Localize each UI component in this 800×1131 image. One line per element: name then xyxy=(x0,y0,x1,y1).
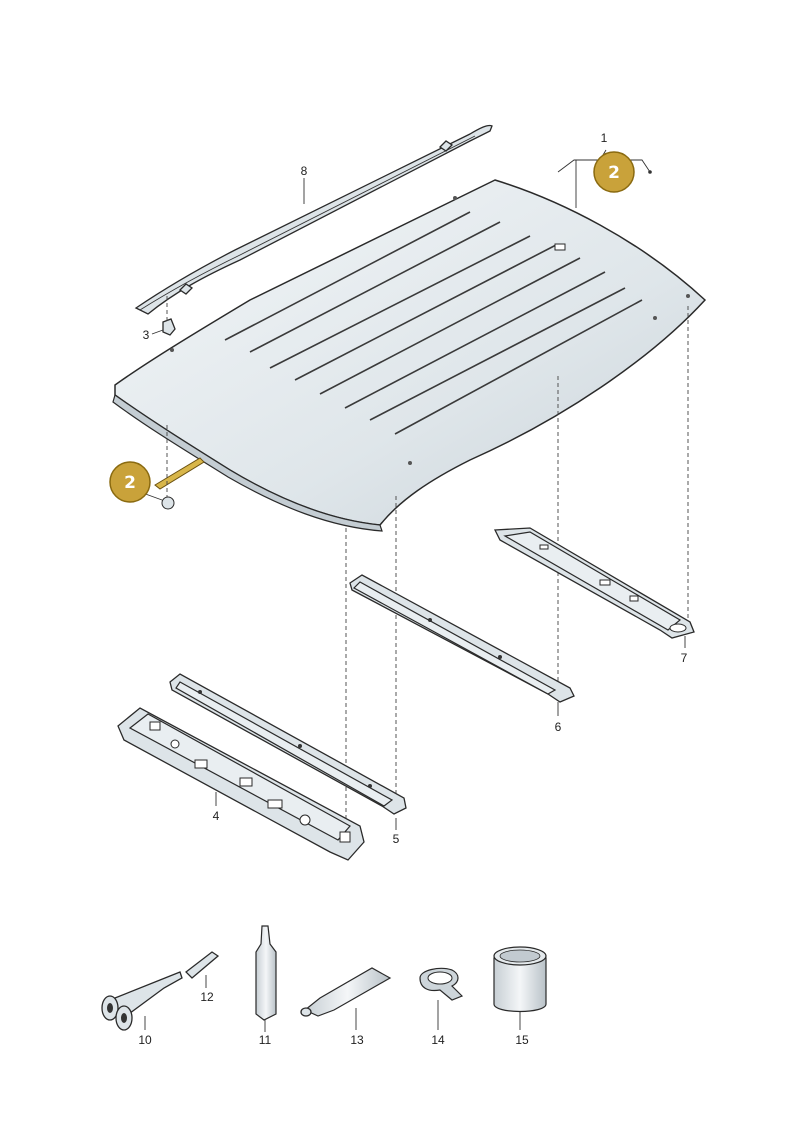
cross-member-part xyxy=(349,574,575,703)
callout-2-badge: 2 xyxy=(109,461,151,503)
callout-8: 8 xyxy=(301,164,308,178)
front-cross-member-part xyxy=(169,673,407,815)
leader-line xyxy=(630,159,651,173)
adhesive-tube-part xyxy=(300,967,392,1030)
nozzle-part xyxy=(185,951,220,988)
callout-7: 7 xyxy=(681,651,688,665)
callout-2-badge: 2 xyxy=(593,151,635,193)
rear-cross-member-part xyxy=(493,527,695,639)
tape-roll-part xyxy=(419,967,464,1030)
sealant-tube-part xyxy=(255,925,277,1032)
cartridge-applicator-part xyxy=(101,971,183,1031)
callout-13: 13 xyxy=(350,1033,364,1047)
bracket-part xyxy=(139,425,205,510)
callout-12: 12 xyxy=(200,990,214,1004)
callout-6: 6 xyxy=(555,720,562,734)
callout-3: 3 xyxy=(143,328,150,342)
callout-11: 11 xyxy=(259,1033,272,1047)
clip-part xyxy=(151,296,176,336)
can-part xyxy=(493,946,547,1030)
callout-5: 5 xyxy=(393,832,400,846)
callout-2-label: 2 xyxy=(608,163,620,183)
roof-panel-part xyxy=(112,179,707,532)
callout-14: 14 xyxy=(431,1033,445,1047)
callout-2-label: 2 xyxy=(124,473,136,493)
callout-10: 10 xyxy=(138,1033,152,1047)
roof-rail-part xyxy=(134,124,493,315)
callout-15: 15 xyxy=(515,1033,529,1047)
front-header-part xyxy=(117,707,365,861)
callout-1: 1 xyxy=(601,131,608,145)
callout-4: 4 xyxy=(213,809,220,823)
